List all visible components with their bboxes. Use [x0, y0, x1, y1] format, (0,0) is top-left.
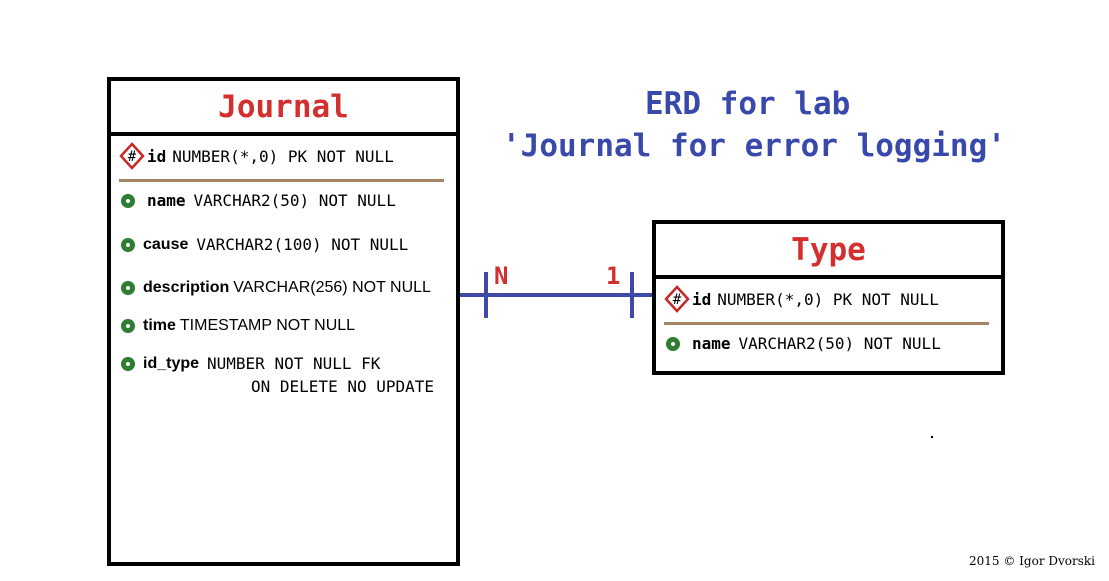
attribute-icon — [121, 281, 135, 295]
copyright-notice: 2015 © Igor Dvorski — [969, 554, 1095, 568]
attribute-type: VARCHAR2(50) NOT NULL — [193, 191, 396, 210]
attribute-type: TIMESTAMP NOT NULL — [179, 317, 356, 334]
attribute-id-type[interactable]: id_type NUMBER NOT NULL FK — [121, 354, 380, 373]
attribute-name-field[interactable]: name VARCHAR2(50) NOT NULL — [666, 334, 941, 353]
primary-key-symbol: # — [673, 292, 682, 308]
attribute-name: name — [147, 191, 186, 210]
attribute-type: VARCHAR2(100) NOT NULL — [196, 235, 409, 254]
attribute-name: cause — [143, 235, 189, 253]
attribute-icon — [121, 356, 135, 371]
primary-key-icon: # — [119, 142, 145, 170]
attribute-type: NUMBER NOT NULL FK — [207, 354, 381, 373]
attribute-name: id — [147, 146, 167, 166]
entity-journal[interactable]: Journal # id NUMBER(*,0) PK NOT NULL nam… — [107, 77, 460, 566]
attribute-name: time — [143, 317, 176, 334]
entity-type[interactable]: Type # id NUMBER(*,0) PK NOT NULL name V… — [652, 220, 1005, 375]
diagram-title-line1: ERD for lab — [645, 86, 851, 122]
entity-title: Type — [791, 231, 866, 268]
attribute-id[interactable]: # id NUMBER(*,0) PK NOT NULL — [119, 142, 394, 170]
attribute-name-field[interactable]: name VARCHAR2(50) NOT NULL — [121, 191, 396, 210]
attribute-cause[interactable]: cause VARCHAR2(100) NOT NULL — [121, 235, 408, 254]
entity-title: Journal — [218, 88, 349, 125]
attribute-icon — [121, 319, 135, 333]
stray-dot — [931, 436, 933, 438]
key-divider — [119, 179, 444, 182]
primary-key-icon: # — [664, 285, 690, 313]
attribute-name: id — [692, 289, 712, 309]
entity-header: Type — [656, 224, 1001, 279]
attribute-type: NUMBER(*,0) PK NOT NULL — [172, 146, 394, 166]
attribute-icon — [121, 193, 135, 208]
attribute-icon — [666, 336, 680, 351]
key-divider — [664, 322, 989, 325]
entity-header: Journal — [111, 81, 456, 136]
attribute-type: VARCHAR2(50) NOT NULL — [738, 334, 941, 353]
attribute-type: VARCHAR(256) NOT NULL — [233, 279, 431, 296]
attribute-name: name — [692, 334, 731, 353]
cardinality-many-label: N — [494, 262, 509, 290]
attribute-type: NUMBER(*,0) PK NOT NULL — [717, 289, 939, 309]
attribute-type-continuation: ON DELETE NO UPDATE — [251, 377, 435, 396]
attribute-id[interactable]: # id NUMBER(*,0) PK NOT NULL — [664, 285, 939, 313]
attribute-icon — [121, 237, 135, 252]
attribute-time[interactable]: time TIMESTAMP NOT NULL — [121, 317, 355, 335]
attribute-name: description — [143, 279, 230, 296]
attribute-name: id_type — [143, 354, 200, 372]
attribute-description[interactable]: description VARCHAR(256) NOT NULL — [121, 279, 431, 297]
primary-key-symbol: # — [128, 149, 137, 165]
diagram-title-line2: 'Journal for error logging' — [502, 128, 1006, 164]
cardinality-one-label: 1 — [606, 262, 621, 290]
